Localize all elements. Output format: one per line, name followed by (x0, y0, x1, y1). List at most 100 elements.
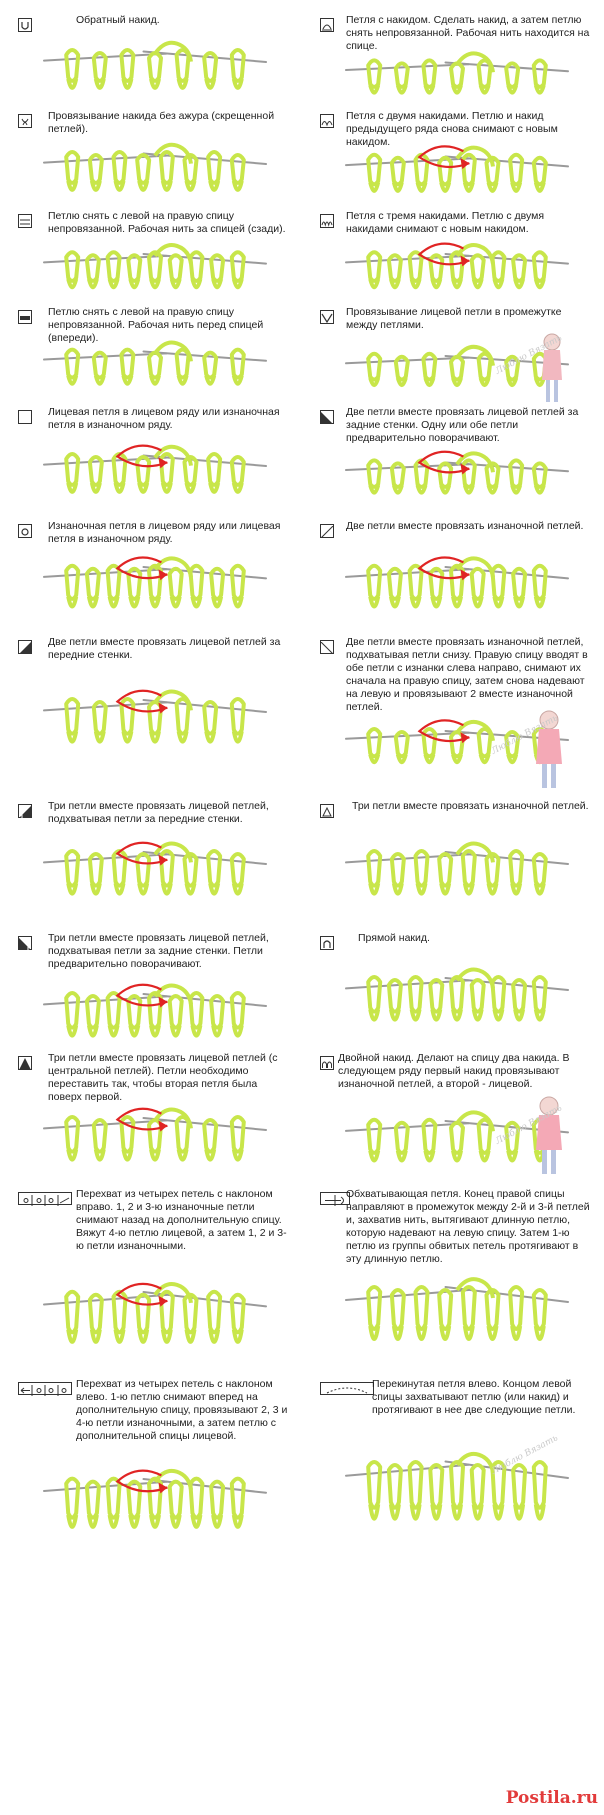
stitch-loop (93, 375, 106, 386)
stitch-loop (395, 1150, 408, 1163)
stitch-loop (149, 78, 161, 90)
stitch-loop (86, 596, 99, 609)
stitch-loop (229, 48, 246, 83)
symbol-p3tog-icon (320, 804, 334, 818)
stitch-loop (486, 181, 499, 193)
stitch-loop (137, 882, 150, 896)
stitch-loop (64, 250, 81, 283)
stitch-loop (64, 1115, 81, 1154)
stitch-loop (368, 1325, 381, 1341)
needle (345, 979, 470, 990)
entry-k3tog-central: Три петли вместе провязать лицевой петле… (0, 1050, 302, 1180)
stitch-loop (506, 1150, 519, 1163)
stitch-loop (366, 1285, 383, 1331)
stitch-loop (471, 1008, 484, 1022)
stitch-loop (160, 882, 173, 896)
entry-description: Лицевая петля в лицевом ряду или изнаноч… (48, 406, 280, 431)
symbol-k2tog-back-icon (320, 410, 334, 424)
knitting-illustration (43, 556, 267, 609)
stitch-loop (135, 1292, 152, 1335)
stitch-loop (508, 458, 525, 489)
stitch-loop (415, 181, 428, 193)
stitch-loop (86, 278, 99, 290)
needle (345, 568, 470, 578)
direction-arrow (417, 242, 470, 266)
entry-wrapped-stitch: Обхватывающая петля. Конец правой спицы … (302, 1186, 604, 1366)
stitch-loop (413, 849, 430, 888)
stitch-loop (451, 596, 463, 609)
working-yarn (455, 451, 495, 473)
stitch-loop (451, 278, 463, 290)
stitch-loop (149, 278, 161, 290)
stitch-loop (211, 1024, 224, 1038)
stitch-loop (135, 153, 152, 185)
stitch-loop (204, 1148, 217, 1162)
stitch-loop (366, 458, 383, 489)
stitch-loop (229, 1292, 246, 1335)
stitch-loop (231, 1514, 244, 1529)
stitch-loop (395, 84, 408, 95)
stitch-loop (158, 150, 175, 185)
entry-description: Три петли вместе провязать лицевой петле… (48, 932, 269, 970)
stitch-loop (531, 461, 548, 489)
arrow-head-icon (158, 1120, 168, 1132)
stitch-loop (449, 354, 465, 382)
stitch-loop (533, 84, 546, 95)
stitch-loop (510, 484, 523, 495)
stitch-loop (510, 181, 523, 193)
symbol-cable-right-icon (18, 1192, 72, 1206)
stitch-loop (231, 375, 244, 386)
stitch-loop (409, 278, 422, 290)
working-yarn (153, 243, 193, 265)
stitch-loop (206, 150, 223, 185)
stitch-loop (66, 78, 79, 90)
stitch-loop (119, 347, 136, 380)
stitch-loop (167, 253, 184, 283)
stitch-loop (368, 377, 381, 388)
working-yarn (455, 1110, 495, 1132)
entry-description: Две петли вместе провязать изнаночной пе… (346, 520, 584, 532)
stitch-loop (208, 482, 221, 494)
stitch-loop (471, 278, 484, 290)
arrow-head-icon (460, 463, 470, 475)
stitch-loop (229, 563, 246, 601)
arrow-head-icon (158, 1482, 168, 1494)
stitch-loop (113, 180, 126, 192)
stitch-loop (368, 596, 381, 609)
stitch-loop (430, 278, 443, 290)
stitch-loop (421, 351, 438, 382)
stitch-loop (149, 1148, 161, 1162)
symbol-double-yarn-over-icon (320, 1056, 334, 1070)
stitch-loop (89, 1329, 102, 1344)
entry-description: Две петли вместе провязать изнаночной пе… (346, 636, 588, 713)
symbol-knit-between-icon (320, 310, 334, 324)
stitch-loop (169, 1024, 182, 1038)
symbol-yarn-over-icon (320, 936, 334, 950)
stitch-loop (149, 1024, 161, 1038)
stitch-loop (391, 1325, 404, 1341)
stitch-loop (66, 180, 79, 192)
stitch-loop (508, 152, 525, 187)
entry-description: Две петли вместе провязать лицевой петле… (48, 636, 281, 661)
symbol-reverse-yarn-over-icon (18, 18, 32, 32)
knitting-illustration (345, 51, 569, 95)
stitch-loop (64, 1289, 81, 1335)
stitch-loop (462, 181, 475, 193)
knitting-illustration (43, 689, 267, 744)
stitch-loop (428, 978, 445, 1014)
stitch-loop (366, 152, 383, 187)
stitch-loop (531, 563, 548, 601)
stitch-loop (188, 250, 205, 283)
stitch-loop (135, 455, 152, 487)
stitch-loop (135, 852, 152, 888)
symbol-wrapped-stitch-icon (320, 1192, 350, 1206)
entry-p3tog: Три петли вместе провязать изнаночной пе… (302, 798, 604, 918)
stitch-loop (368, 1504, 381, 1521)
knitting-illustration (43, 444, 267, 494)
stitch-loop (204, 375, 217, 386)
stitch-loop (437, 461, 454, 489)
knitting-illustration (345, 450, 569, 495)
stitch-loop (121, 1148, 134, 1162)
direction-arrow (115, 1469, 168, 1493)
stitch-loop (105, 1476, 122, 1520)
